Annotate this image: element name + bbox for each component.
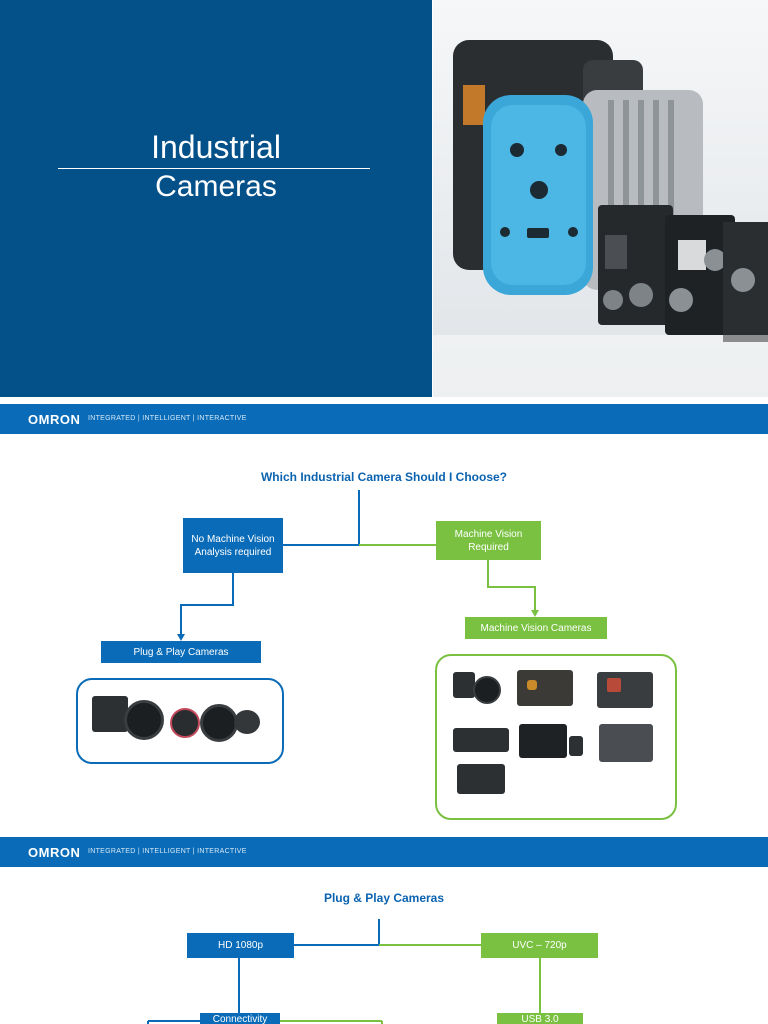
slide-title-line2: Cameras: [155, 170, 277, 203]
slide3-heading: Plug & Play Cameras: [323, 891, 445, 905]
camera-photo-illustration: [433, 40, 768, 397]
omron-logo: OMRON: [28, 412, 81, 427]
camera-image: [519, 724, 567, 758]
machine-vision-camera-group: [435, 654, 677, 820]
camera-image: [457, 764, 505, 794]
banner-tagline: INTEGRATED | INTELLIGENT | INTERACTIVE: [88, 848, 247, 855]
machine-vision-required-box: Machine Vision Required: [436, 521, 541, 560]
camera-image: [599, 724, 653, 762]
connectivity-box: Connectivity: [200, 1013, 280, 1024]
omron-banner: OMRON INTEGRATED | INTELLIGENT | INTERAC…: [0, 404, 768, 434]
plug-play-cameras-box: Plug & Play Cameras: [101, 641, 261, 663]
slide2-heading: Which Industrial Camera Should I Choose?: [260, 470, 508, 484]
title-divider: [58, 168, 370, 169]
title-panel: [0, 0, 432, 397]
camera-image: [234, 710, 260, 734]
camera-image: [200, 704, 238, 742]
title-slide: Industrial Cameras: [0, 0, 768, 397]
no-machine-vision-box: No Machine Vision Analysis required: [183, 518, 283, 573]
camera-image: [453, 728, 509, 752]
camera-image: [517, 670, 573, 706]
plug-play-camera-group: [76, 678, 284, 764]
slide-title-line1: Industrial: [151, 129, 281, 165]
camera-led: [607, 678, 621, 692]
hd-1080p-box: HD 1080p: [187, 933, 294, 958]
camera-image: [170, 708, 200, 738]
camera-connector: [527, 680, 537, 690]
machine-vision-cameras-box: Machine Vision Cameras: [465, 617, 607, 639]
omron-banner: OMRON INTEGRATED | INTELLIGENT | INTERAC…: [0, 837, 768, 867]
usb-3-box: USB 3.0: [497, 1013, 583, 1024]
camera-lens-image: [124, 700, 164, 740]
uvc-720p-box: UVC – 720p: [481, 933, 598, 958]
banner-tagline: INTEGRATED | INTELLIGENT | INTERACTIVE: [88, 415, 247, 422]
camera-image: [92, 696, 128, 732]
camera-photo: [433, 0, 768, 397]
camera-image: [569, 736, 583, 756]
omron-logo: OMRON: [28, 845, 81, 860]
camera-image: [597, 672, 653, 708]
camera-image: [453, 672, 475, 698]
camera-image: [473, 676, 501, 704]
